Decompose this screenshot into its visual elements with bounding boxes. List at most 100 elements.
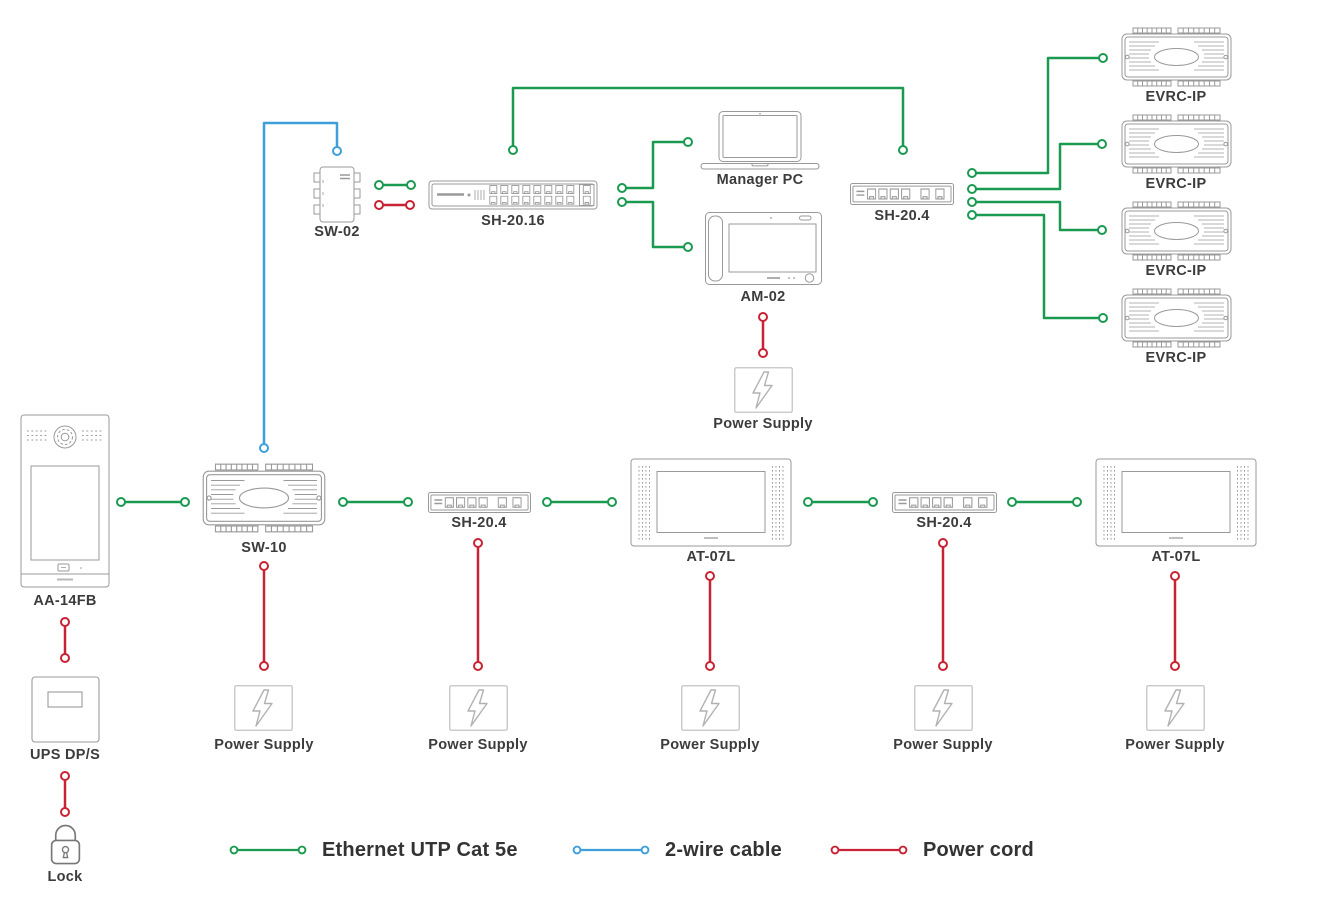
cable-endpoint-ups-lock xyxy=(60,807,70,817)
cable-endpoint-aa14fb-ups xyxy=(60,653,70,663)
cable-endpoint-sh204top-evrc4 xyxy=(1098,313,1108,323)
cable-endpoint-sh2016-sh204top xyxy=(508,145,518,155)
cable-endpoint-sh204mr-at07l2 xyxy=(1007,497,1017,507)
cable-endpoint-sw10-ps1 xyxy=(259,561,269,571)
label-sw02: SW-02 xyxy=(314,224,360,240)
cable-endpoint-sw02-sw10 xyxy=(259,443,269,453)
two-wire-cable-swatch xyxy=(572,845,650,855)
label-at07l-1: AT-07L xyxy=(686,549,736,565)
cable-endpoint-sw02-sh2016 xyxy=(406,180,416,190)
cable-endpoint-sh204top-evrc2 xyxy=(967,184,977,194)
device-am02 xyxy=(705,212,822,285)
power-supply-icon-3 xyxy=(681,685,740,731)
cable-endpoint-sh2016-am02 xyxy=(683,242,693,252)
cable-sh204top-evrc3 xyxy=(972,200,1102,232)
label-power-supply-4: Power Supply xyxy=(893,737,993,753)
cable-endpoint-ups-lock xyxy=(60,771,70,781)
cable-endpoint-sh204mr-at07l2 xyxy=(1072,497,1082,507)
label-power-supply-6: Power Supply xyxy=(713,416,813,432)
cable-endpoint-sh204top-evrc1 xyxy=(1098,53,1108,63)
lock-icon xyxy=(47,823,84,865)
cable-endpoint-sh204top-evrc1 xyxy=(967,168,977,178)
label-sh204-mid-left: SH-20.4 xyxy=(451,515,507,531)
cable-endpoint-am02-ps6 xyxy=(758,348,768,358)
label-sh204-mid-right: SH-20.4 xyxy=(916,515,972,531)
cable-endpoint-at07l1-sh204mr xyxy=(803,497,813,507)
label-evrc-3: EVRC-IP xyxy=(1145,263,1207,279)
cable-endpoint-sw10-sh204ml xyxy=(338,497,348,507)
device-ups xyxy=(31,676,100,743)
device-at07l-1 xyxy=(630,458,792,547)
cable-sw02-sw10 xyxy=(262,121,339,448)
cable-endpoint-sh204ml-at07l1 xyxy=(607,497,617,507)
label-ups: UPS DP/S xyxy=(29,747,101,763)
legend-item-ethernet: Ethernet UTP Cat 5e xyxy=(228,837,518,863)
device-sw10 xyxy=(201,463,327,533)
cable-endpoint-sw02-sh2016 xyxy=(374,180,384,190)
cable-endpoint-sh204top-evrc3 xyxy=(967,197,977,207)
power-supply-icon-5 xyxy=(1146,685,1205,731)
label-power-supply-2: Power Supply xyxy=(428,737,528,753)
cable-endpoint-sh2016-am02 xyxy=(617,197,627,207)
label-evrc-4: EVRC-IP xyxy=(1145,350,1207,366)
cable-endpoint-am02-ps6 xyxy=(758,312,768,322)
cable-endpoint-sw02-sh2016-power xyxy=(374,200,384,210)
device-evrc-1 xyxy=(1120,27,1233,87)
legend-label-two-wire: 2-wire cable xyxy=(665,838,782,861)
cable-endpoint-aa14fb-ups xyxy=(60,617,70,627)
cable-endpoint-sw02-sh2016-power xyxy=(405,200,415,210)
device-sh204-mid-right xyxy=(892,492,997,513)
cable-endpoint-sh204ml-ps2 xyxy=(473,538,483,548)
cable-endpoint-sh204top-evrc3 xyxy=(1097,225,1107,235)
power-cord-swatch xyxy=(830,845,908,855)
cable-endpoint-at07l1-ps3 xyxy=(705,571,715,581)
cable-endpoint-sh204mr-ps4 xyxy=(938,538,948,548)
device-sh204-top xyxy=(850,183,954,205)
device-aa14fb xyxy=(20,414,110,588)
label-evrc-2: EVRC-IP xyxy=(1145,176,1207,192)
device-sh2016 xyxy=(428,180,598,210)
label-power-supply-1: Power Supply xyxy=(214,737,314,753)
device-sw02 xyxy=(313,166,361,223)
label-evrc-1: EVRC-IP xyxy=(1145,89,1207,105)
device-evrc-4 xyxy=(1120,288,1233,348)
device-evrc-2 xyxy=(1120,114,1233,174)
cable-endpoint-sw02-sw10 xyxy=(332,146,342,156)
cable-endpoint-sh2016-managerpc xyxy=(683,137,693,147)
label-sh2016: SH-20.16 xyxy=(481,213,545,229)
label-aa14fb: AA-14FB xyxy=(33,593,97,609)
cable-endpoint-aa14fb-sw10 xyxy=(116,497,126,507)
power-supply-icon-6 xyxy=(734,367,793,413)
cable-endpoint-sh204top-evrc2 xyxy=(1097,139,1107,149)
legend-label-power: Power cord xyxy=(923,838,1034,861)
device-evrc-3 xyxy=(1120,201,1233,261)
cable-endpoint-sw10-sh204ml xyxy=(403,497,413,507)
power-supply-icon-2 xyxy=(449,685,508,731)
label-am02: AM-02 xyxy=(740,289,786,305)
label-manager-pc: Manager PC xyxy=(716,172,804,188)
label-lock: Lock xyxy=(47,869,83,885)
cable-endpoint-sh204top-evrc4 xyxy=(967,210,977,220)
cable-endpoint-at07l2-ps5 xyxy=(1170,571,1180,581)
legend-item-power: Power cord xyxy=(829,837,1034,863)
cable-endpoint-at07l2-ps5 xyxy=(1170,661,1180,671)
label-sw10: SW-10 xyxy=(241,540,287,556)
label-power-supply-3: Power Supply xyxy=(660,737,760,753)
device-manager-pc xyxy=(700,110,820,172)
ethernet-cable-swatch xyxy=(229,845,307,855)
legend-item-two-wire: 2-wire cable xyxy=(571,837,782,863)
cable-endpoint-at07l1-ps3 xyxy=(705,661,715,671)
cable-sh204top-evrc4 xyxy=(972,213,1103,320)
power-supply-icon-1 xyxy=(234,685,293,731)
cable-sh2016-managerpc xyxy=(622,140,688,190)
cable-endpoint-sh204ml-ps2 xyxy=(473,661,483,671)
cable-endpoint-sh2016-sh204top xyxy=(898,145,908,155)
cable-sh2016-sh204top xyxy=(511,86,905,150)
cable-sh204top-evrc2 xyxy=(972,142,1102,191)
cable-endpoint-at07l1-sh204mr xyxy=(868,497,878,507)
cable-sh204top-evrc1 xyxy=(972,56,1103,175)
label-sh204-top: SH-20.4 xyxy=(874,208,930,224)
cable-endpoint-sh204mr-ps4 xyxy=(938,661,948,671)
